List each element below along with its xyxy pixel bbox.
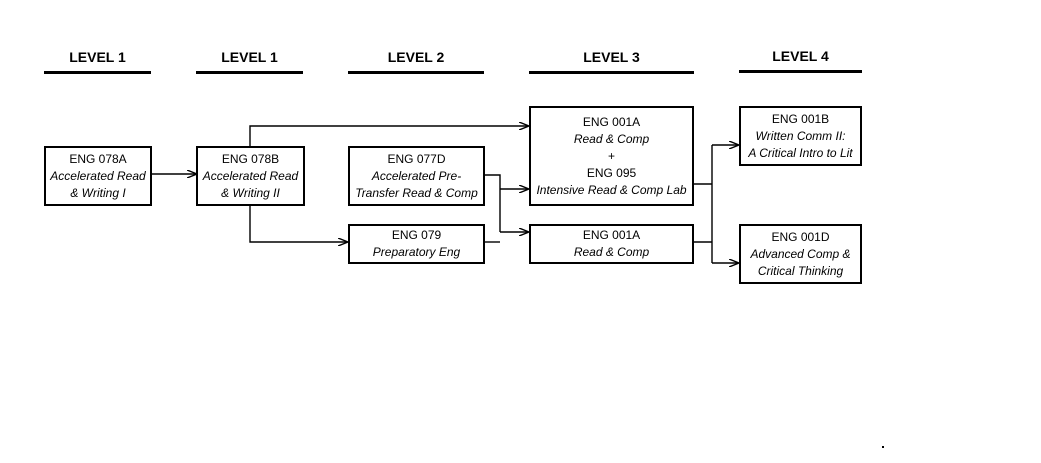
course-box-eng-077d: ENG 077D Accelerated Pre- Transfer Read … xyxy=(348,146,485,206)
level-label: LEVEL 1 xyxy=(196,49,303,74)
course-code: ENG 001D xyxy=(771,229,830,244)
course-title: Accelerated Read xyxy=(50,168,146,183)
course-code: ENG 078A xyxy=(69,151,127,166)
level-label: LEVEL 3 xyxy=(529,49,694,74)
course-code: ENG 079 xyxy=(391,228,442,242)
course-box-eng-001b: ENG 001B Written Comm II: A Critical Int… xyxy=(739,106,862,166)
course-code: ENG 095 xyxy=(586,165,637,180)
course-title: Transfer Read & Comp xyxy=(355,185,478,200)
course-code: ENG 001A xyxy=(582,114,641,129)
course-code: ENG 078B xyxy=(221,151,280,166)
course-title: Read & Comp xyxy=(573,245,650,259)
course-title: Accelerated Pre- xyxy=(371,168,462,183)
course-code: ENG 001A xyxy=(582,228,641,242)
level-header-3: LEVEL 3 xyxy=(529,49,694,74)
level-header-4: LEVEL 4 xyxy=(739,48,862,73)
course-title: Intensive Read & Comp Lab xyxy=(536,182,687,197)
course-box-eng-001a: ENG 001A Read & Comp xyxy=(529,224,694,264)
level-label: LEVEL 1 xyxy=(44,49,151,74)
level-header-1b: LEVEL 1 xyxy=(196,49,303,74)
course-title: & Writing II xyxy=(221,185,280,200)
course-box-eng-001d: ENG 001D Advanced Comp & Critical Thinki… xyxy=(739,224,862,284)
level-header-2: LEVEL 2 xyxy=(348,49,484,74)
course-title: Read & Comp xyxy=(573,131,650,146)
course-box-eng-001a-095: ENG 001A Read & Comp + ENG 095 Intensive… xyxy=(529,106,694,206)
level-label: LEVEL 2 xyxy=(348,49,484,74)
course-box-eng-079: ENG 079 Preparatory Eng xyxy=(348,224,485,264)
plus-sign: + xyxy=(607,148,615,163)
course-box-eng-078b: ENG 078B Accelerated Read & Writing II xyxy=(196,146,305,206)
course-title: A Critical Intro to Lit xyxy=(748,145,853,160)
course-title: & Writing I xyxy=(70,185,126,200)
course-title: Advanced Comp & xyxy=(750,246,851,261)
connector-077d-junction xyxy=(485,174,501,232)
level-header-1a: LEVEL 1 xyxy=(44,49,151,74)
course-code: ENG 077D xyxy=(387,151,446,166)
course-title: Critical Thinking xyxy=(757,263,844,278)
level-label: LEVEL 4 xyxy=(739,48,862,73)
course-box-eng-078a: ENG 078A Accelerated Read & Writing I xyxy=(44,146,152,206)
course-title: Accelerated Read xyxy=(202,168,299,183)
connector-078b-001a-095 xyxy=(249,126,528,146)
connector-078b-079 xyxy=(249,205,347,242)
course-title: Preparatory Eng xyxy=(372,245,461,259)
stray-dot xyxy=(882,446,884,448)
course-title: Written Comm II: xyxy=(755,128,846,143)
course-code: ENG 001B xyxy=(771,111,830,126)
